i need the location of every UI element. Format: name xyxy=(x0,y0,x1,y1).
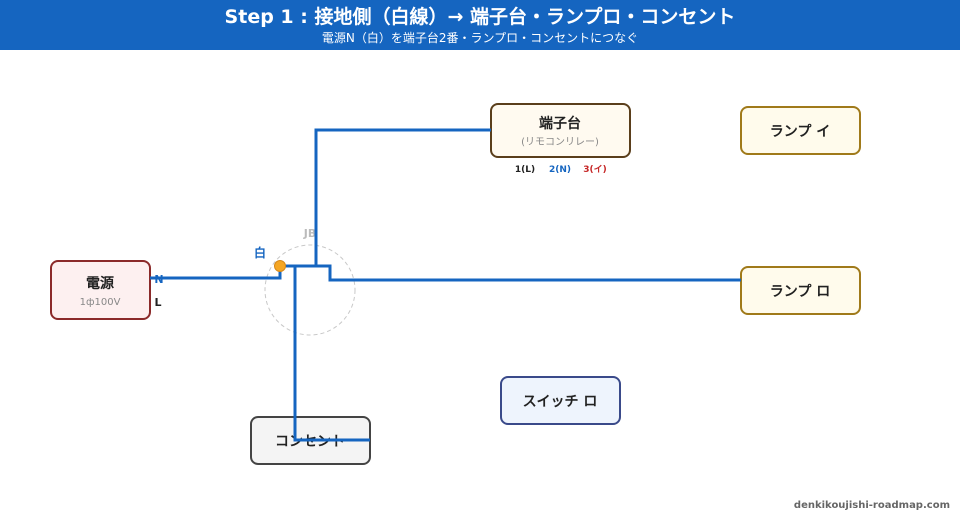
power-l-label: L xyxy=(154,296,161,309)
wire-jb-to-terminal-block xyxy=(280,128,491,268)
switch-ro-label: スイッチ ロ xyxy=(523,394,598,410)
page-title: Step 1 : 接地側（白線）→ 端子台・ランプロ・コンセント xyxy=(224,6,736,28)
page-subtitle: 電源N（白）を端子台2番・ランプロ・コンセントにつなぐ xyxy=(321,31,639,45)
power-n-label: N xyxy=(154,273,163,286)
power-source-box: 電源 1ф100V xyxy=(50,260,151,320)
lamp-i-box: ランプ イ xyxy=(740,106,861,155)
power-source-label: 電源 xyxy=(86,275,114,292)
terminal-block-sub: (リモコンリレー) xyxy=(521,137,599,148)
wire-joint-point xyxy=(274,260,286,272)
wire-jb-to-outlet xyxy=(280,264,370,442)
lamp-i-label: ランプ イ xyxy=(770,124,830,140)
terminal-1-label: 1(L) xyxy=(515,165,535,175)
header-bar: Step 1 : 接地側（白線）→ 端子台・ランプロ・コンセント 電源N（白）を… xyxy=(0,0,960,50)
junction-box-outline xyxy=(264,244,356,336)
terminal-block-label: 端子台 xyxy=(539,115,581,132)
junction-box-label: JB xyxy=(303,227,316,240)
terminal-block-box: 端子台 (リモコンリレー) xyxy=(490,103,631,158)
white-wire-label: 白 xyxy=(254,245,266,260)
power-source-spec: 1ф100V xyxy=(80,297,121,308)
wire-power-to-jb xyxy=(150,266,282,280)
lamp-ro-box: ランプ ロ xyxy=(740,266,861,315)
terminal-3-label: 3(イ) xyxy=(583,164,607,175)
switch-ro-box: スイッチ ロ xyxy=(500,376,621,425)
footer-url: denkikoujishi-roadmap.com xyxy=(794,500,950,511)
wire-jb-to-lamp-ro xyxy=(316,264,741,282)
outlet-label: コンセント xyxy=(275,434,345,450)
lamp-ro-label: ランプ ロ xyxy=(770,284,830,300)
terminal-2-label: 2(N) xyxy=(549,165,571,175)
